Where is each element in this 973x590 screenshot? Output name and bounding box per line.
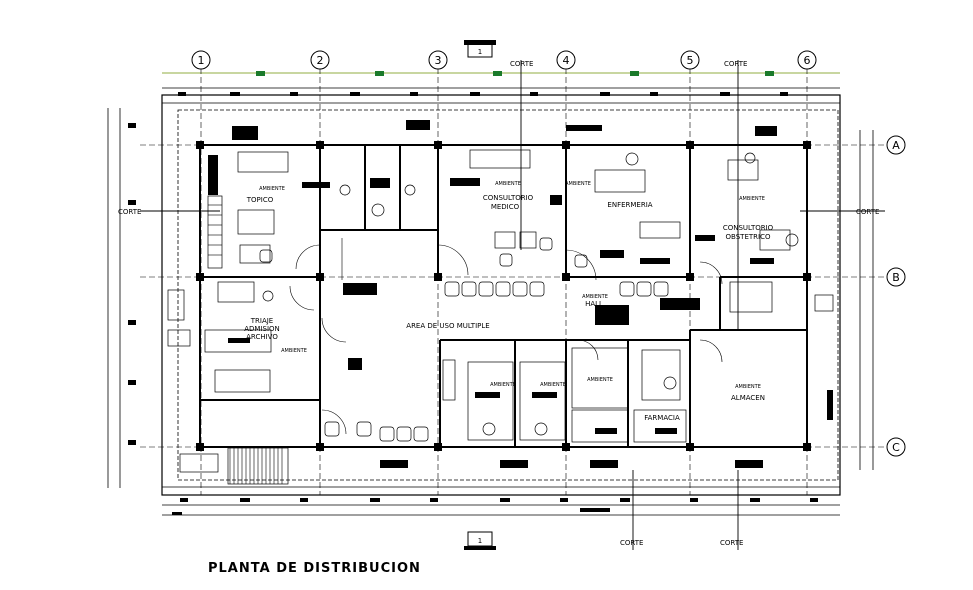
corte-label-bottom-2: CORTE [720, 539, 743, 547]
room-label-area-uso-multiple: AREA DE USO MULTIPLE [406, 322, 489, 330]
section-cut-lines [140, 60, 885, 550]
axis-label-2: 2 [317, 54, 324, 67]
dimension-lines [107, 87, 874, 516]
axis-label-6: 6 [804, 54, 811, 67]
ambiente-tag-ss-2: AMBIENTE [540, 382, 566, 388]
section-number-marker-bottom: 1 [464, 531, 496, 550]
room-label-triaje-2: ADMISION [244, 325, 280, 333]
room-label-farmacia: FARMACIA [644, 414, 680, 422]
ambiente-tag-consultorio-medico: AMBIENTE [495, 181, 521, 187]
ambiente-tag-hall: AMBIENTE [582, 294, 608, 300]
room-label-consultorio-obstetrico-2: OBSTETRICO [726, 233, 771, 241]
room-label-triaje-1: TRIAJE [250, 317, 273, 325]
section-cut-labels: CORTE CORTE CORTE CORTE CORTE CORTE [118, 60, 879, 547]
room-label-hall: HALL [585, 300, 603, 308]
horizontal-axis-markers: A B C [886, 135, 906, 457]
section-number-bottom: 1 [478, 537, 482, 545]
ambiente-tag-ss-1: AMBIENTE [490, 382, 516, 388]
axis-label-a: A [892, 139, 900, 152]
ambiente-tag-triaje: AMBIENTE [281, 348, 307, 354]
corte-label-top-2: CORTE [724, 60, 747, 68]
door-swings [289, 238, 723, 435]
axis-label-4: 4 [563, 54, 570, 67]
room-label-almacen: ALMACEN [731, 394, 765, 402]
axis-label-1: 1 [198, 54, 205, 67]
room-label-consultorio-medico-1: CONSULTORIO [483, 194, 534, 202]
corte-label-right: CORTE [856, 208, 879, 216]
exterior-walls [161, 94, 841, 496]
room-label-consultorio-obstetrico-1: CONSULTORIO [723, 224, 774, 232]
room-label-triaje-3: ARCHIVO [246, 333, 278, 341]
ambiente-tag-enfermeria-left: AMBIENTE [565, 181, 591, 187]
stair-hatch [208, 204, 283, 484]
ambiente-tag-farmacia: AMBIENTE [587, 377, 613, 383]
structural-columns [128, 92, 833, 515]
corte-label-bottom-1: CORTE [620, 539, 643, 547]
room-label-topico: TOPICO [246, 196, 274, 204]
room-labels: AMBIENTE TOPICO AMBIENTE CONSULTORIO MED… [244, 181, 773, 422]
axis-label-c: C [892, 441, 900, 454]
ambiente-tag-topico: AMBIENTE [259, 186, 285, 192]
room-label-enfermeria: ENFERMERIA [607, 201, 652, 209]
axis-label-3: 3 [435, 54, 442, 67]
axis-label-b: B [892, 271, 900, 284]
ambiente-tag-consultorio-obstetrico: AMBIENTE [739, 196, 765, 202]
interior-walls [199, 144, 808, 448]
corte-label-left: CORTE [118, 208, 141, 216]
drawing-title: PLANTA DE DISTRIBUCION [208, 561, 421, 576]
axis-label-5: 5 [687, 54, 694, 67]
section-number-marker-top: 1 [464, 40, 496, 58]
vertical-axis-markers: 1 2 3 4 5 6 [191, 50, 817, 70]
ambiente-tag-almacen: AMBIENTE [735, 384, 761, 390]
section-number-top: 1 [478, 48, 482, 56]
chairs [259, 152, 799, 442]
room-label-consultorio-medico-2: MEDICO [491, 203, 520, 211]
axis-markers [256, 71, 774, 76]
furniture-outlines [167, 149, 834, 485]
corte-label-top-1: CORTE [510, 60, 533, 68]
